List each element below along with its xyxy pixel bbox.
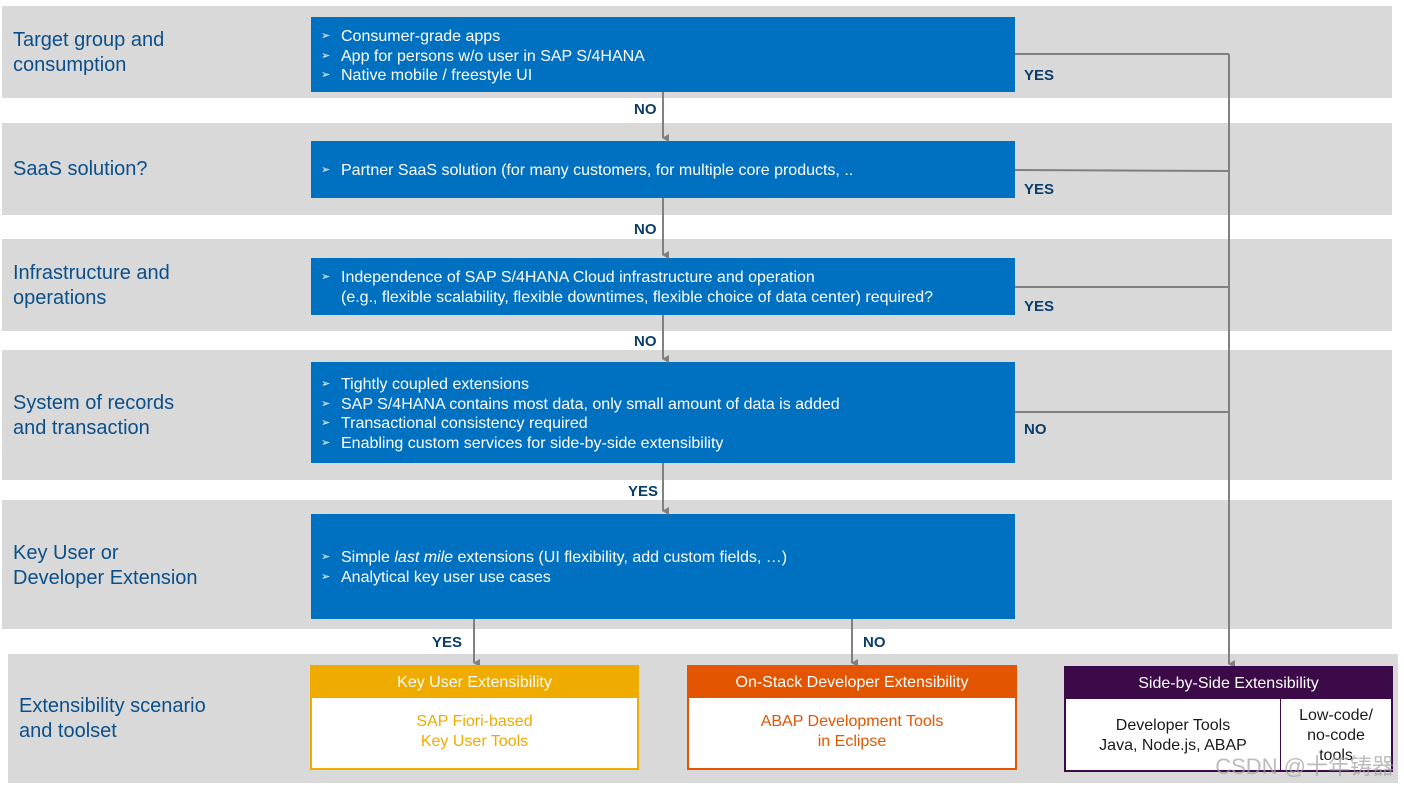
row-label-system-of-records: System of records and transaction: [13, 392, 175, 439]
key-user-yes-label: YES: [432, 634, 463, 651]
side-by-side-extensibility-title: Side-by-Side Extensibility: [1066, 668, 1391, 699]
row-label-saas: SaaS solution?: [13, 158, 148, 180]
criterion-item: Independence of SAP S/4HANA Cloud infras…: [321, 268, 1015, 307]
criterion-text: Simple: [341, 549, 395, 566]
criterion-item: Enabling custom services for side-by-sid…: [321, 434, 1015, 454]
watermark: CSDN @十年铸器: [1215, 754, 1394, 779]
question-box-saas: Partner SaaS solution (for many customer…: [311, 141, 1015, 198]
on-stack-no-label: NO: [863, 634, 886, 651]
criterion-item: Analytical key user use cases: [321, 568, 1015, 588]
right-connector-2: [1014, 169, 1230, 172]
side-by-side-divider: [1280, 699, 1281, 770]
down-label-3: NO: [634, 333, 657, 350]
question-box-key-user: Simple last mile extensions (UI flexibil…: [311, 514, 1015, 619]
key-user-extensibility-tools: SAP Fiori-based Key User Tools: [416, 713, 533, 750]
key-user-extensibility-box: Key User Extensibility SAP Fiori-based K…: [310, 665, 639, 770]
down-label-2: NO: [634, 221, 657, 238]
criterion-item: Partner SaaS solution (for many customer…: [321, 161, 1015, 181]
criterion-text: extensions (UI flexibility, add custom f…: [453, 549, 788, 566]
side-by-side-extensibility-box: Side-by-Side Extensibility Developer Too…: [1064, 666, 1393, 772]
down-label-1: NO: [634, 101, 657, 118]
on-stack-extensibility-box: On-Stack Developer Extensibility ABAP De…: [687, 665, 1017, 770]
row-label-target-group: Target group and consumption: [13, 29, 165, 76]
question-box-target-group: Consumer-grade apps App for persons w/o …: [311, 17, 1015, 92]
down-label-4: YES: [628, 483, 659, 500]
right-label-1: YES: [1024, 67, 1055, 84]
side-by-side-developer-tools: Developer Tools Java, Node.js, ABAP: [1099, 717, 1247, 754]
criterion-item: Native mobile / freestyle UI: [321, 66, 1015, 86]
right-label-3: YES: [1024, 298, 1055, 315]
criterion-item: App for persons w/o user in SAP S/4HANA: [321, 47, 1015, 67]
criterion-emphasis: last mile: [394, 549, 454, 566]
criterion-item-last-mile: Simple last mile extensions (UI flexibil…: [321, 548, 1015, 568]
row-label-key-user: Key User or Developer Extension: [13, 542, 198, 589]
on-stack-extensibility-title: On-Stack Developer Extensibility: [689, 667, 1015, 698]
criterion-item: SAP S/4HANA contains most data, only sma…: [321, 395, 1015, 415]
right-label-2: YES: [1024, 181, 1055, 198]
row-label-infrastructure: Infrastructure and operations: [13, 262, 170, 309]
right-label-4: NO: [1024, 421, 1047, 438]
criterion-item: Consumer-grade apps: [321, 27, 1015, 47]
question-box-infrastructure: Independence of SAP S/4HANA Cloud infras…: [311, 258, 1015, 315]
on-stack-extensibility-tools: ABAP Development Tools in Eclipse: [760, 713, 944, 750]
question-box-system-of-records: Tightly coupled extensions SAP S/4HANA c…: [311, 362, 1015, 463]
criterion-item: Transactional consistency required: [321, 414, 1015, 434]
row-label-extensibility-scenario: Extensibility scenario and toolset: [19, 695, 206, 742]
key-user-extensibility-title: Key User Extensibility: [312, 667, 637, 698]
criterion-item: Tightly coupled extensions: [321, 375, 1015, 395]
side-by-side-low-code-tools: Low-code/ no-code tools: [1299, 707, 1373, 764]
